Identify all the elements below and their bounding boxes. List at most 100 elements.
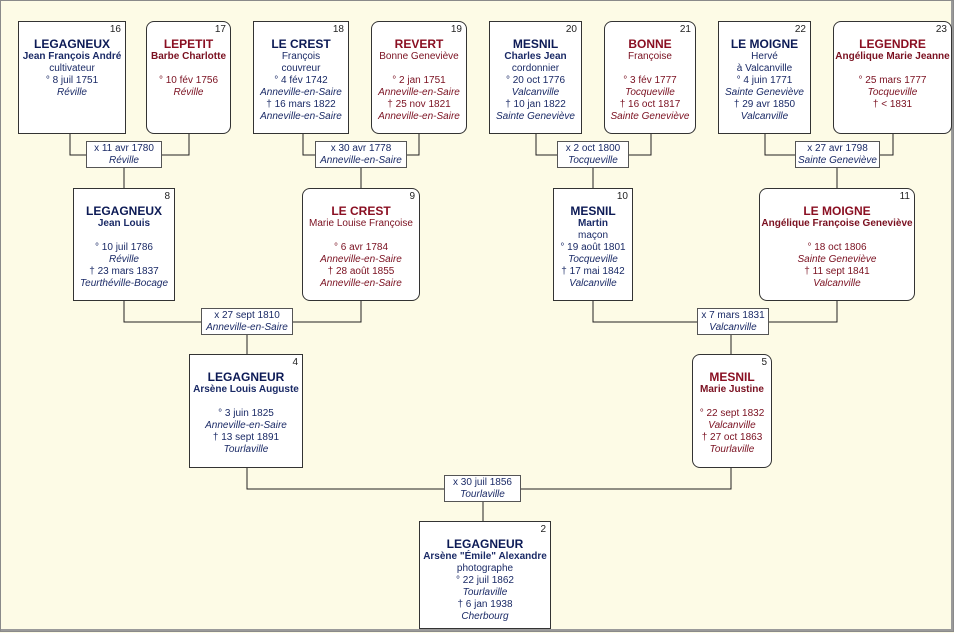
marriage-place: Sainte Geneviève xyxy=(798,155,877,166)
marriage-place: Tourlaville xyxy=(460,489,505,500)
given-names: Marie Justine xyxy=(700,384,764,395)
birth-date: ° 4 juin 1771 xyxy=(736,75,793,86)
birth-place: Anneville-en-Saire xyxy=(320,254,402,265)
marriage-place: Anneville-en-Saire xyxy=(320,155,402,166)
person-box-18[interactable]: 18 LE CREST François couvreur ° 4 fév 17… xyxy=(253,21,349,134)
death-date: † 25 nov 1821 xyxy=(387,99,451,110)
occupation: cultivateur xyxy=(49,63,95,74)
person-box-9[interactable]: 9 LE CREST Marie Louise Françoise ° 6 av… xyxy=(302,188,420,301)
marriage-date: x 27 avr 1798 xyxy=(807,143,868,154)
occupation: cordonnier xyxy=(511,63,560,74)
birth-place: Valcanville xyxy=(708,420,756,431)
spacer xyxy=(303,230,419,242)
birth-date: ° 10 juil 1786 xyxy=(95,242,153,253)
sosa-number: 21 xyxy=(679,24,691,35)
sosa-number: 18 xyxy=(332,24,344,35)
death-place: Sainte Geneviève xyxy=(496,111,575,122)
surname: MESNIL xyxy=(709,370,755,384)
marriage-22-23: x 27 avr 1798 Sainte Geneviève xyxy=(795,141,880,168)
birth-date: ° 2 jan 1751 xyxy=(392,75,446,86)
marriage-10-11: x 7 mars 1831 Valcanville xyxy=(697,308,769,335)
occupation: couvreur xyxy=(281,63,321,74)
sosa-number: 8 xyxy=(164,191,170,202)
birth-place: Réville xyxy=(56,87,87,98)
birth-place: Tocqueville xyxy=(625,87,675,98)
person-box-19[interactable]: 19 REVERT Bonne Geneviève ° 2 jan 1751 A… xyxy=(371,21,467,134)
birth-date: ° 22 sept 1832 xyxy=(699,408,765,419)
marriage-date: x 30 avr 1778 xyxy=(330,143,392,154)
birth-date: ° 19 août 1801 xyxy=(560,242,626,253)
death-date: † 10 jan 1822 xyxy=(505,99,566,110)
given-names: Jean François André xyxy=(22,51,122,62)
given-names: Marie Louise Françoise xyxy=(309,218,413,229)
death-place: Sainte Geneviève xyxy=(610,111,690,122)
given-names: François xyxy=(281,51,321,62)
given-names: Hervé xyxy=(751,51,778,62)
birth-place: Anneville-en-Saire xyxy=(378,87,460,98)
sosa-number: 10 xyxy=(616,191,628,202)
given-names: Jean Louis xyxy=(97,218,151,229)
marriage-4-5: x 30 juil 1856 Tourlaville xyxy=(444,475,521,502)
person-box-23[interactable]: 23 LEGENDRE Angélique Marie Jeanne ° 25 … xyxy=(833,21,952,134)
given-names: Arsène Louis Auguste xyxy=(193,384,299,395)
surname: LEGAGNEUX xyxy=(33,37,110,51)
surname: MESNIL xyxy=(570,204,616,218)
birth-date: ° 4 fév 1742 xyxy=(274,75,328,86)
surname: LE CREST xyxy=(331,204,391,218)
marriage-date: x 11 avr 1780 xyxy=(94,143,154,154)
marriage-place: Anneville-en-Saire xyxy=(206,322,288,333)
sosa-number: 9 xyxy=(409,191,415,202)
death-date: † 29 avr 1850 xyxy=(733,99,796,110)
person-box-22[interactable]: 22 LE MOIGNE Hervé à Valcanville ° 4 jui… xyxy=(718,21,811,134)
occupation: photographe xyxy=(456,563,514,574)
marriage-20-21: x 2 oct 1800 Tocqueville xyxy=(557,141,629,168)
birth-place: Anneville-en-Saire xyxy=(260,87,342,98)
given-names: Charles Jean xyxy=(504,51,567,62)
birth-date: ° 18 oct 1806 xyxy=(807,242,867,253)
person-box-16[interactable]: 16 LEGAGNEUX Jean François André cultiva… xyxy=(18,21,126,134)
marriage-18-19: x 30 avr 1778 Anneville-en-Saire xyxy=(315,141,407,168)
birth-date: ° 8 juil 1751 xyxy=(45,75,99,86)
birth-place: Tourlaville xyxy=(462,587,508,598)
birth-date: ° 3 fév 1777 xyxy=(623,75,677,86)
birth-place: Valcanville xyxy=(511,87,560,98)
sosa-number: 2 xyxy=(540,524,546,535)
birth-place: Tocqueville xyxy=(867,87,918,98)
birth-date: ° 25 mars 1777 xyxy=(858,75,927,86)
sosa-number: 19 xyxy=(450,24,462,35)
person-box-8[interactable]: 8 LEGAGNEUX Jean Louis ° 10 juil 1786 Ré… xyxy=(73,188,175,301)
death-place: Tourlaville xyxy=(709,444,755,455)
given-names: Angélique Marie Jeanne xyxy=(835,51,950,62)
death-date: † 13 sept 1891 xyxy=(212,432,280,443)
surname: MESNIL xyxy=(512,37,559,51)
person-box-4[interactable]: 4 LEGAGNEUR Arsène Louis Auguste ° 3 jui… xyxy=(189,354,303,468)
death-place: Anneville-en-Saire xyxy=(320,278,402,289)
birth-place: Tocqueville xyxy=(568,254,618,265)
surname: LEGENDRE xyxy=(859,37,926,51)
birth-place: Anneville-en-Saire xyxy=(205,420,287,431)
death-place: Valcanville xyxy=(740,111,789,122)
person-box-11[interactable]: 11 LE MOIGNE Angélique Françoise Geneviè… xyxy=(759,188,915,301)
person-box-21[interactable]: 21 BONNE Françoise ° 3 fév 1777 Tocquevi… xyxy=(604,21,696,134)
person-box-17[interactable]: 17 LEPETIT Barbe Charlotte ° 10 fév 1756… xyxy=(146,21,231,134)
person-box-5[interactable]: 5 MESNIL Marie Justine ° 22 sept 1832 Va… xyxy=(692,354,772,468)
person-box-20[interactable]: 20 MESNIL Charles Jean cordonnier ° 20 o… xyxy=(489,21,582,134)
spacer xyxy=(190,396,302,408)
birth-place: Sainte Geneviève xyxy=(725,87,804,98)
spacer xyxy=(74,230,174,242)
spacer xyxy=(372,63,466,75)
person-box-10[interactable]: 10 MESNIL Martin maçon ° 19 août 1801 To… xyxy=(553,188,633,301)
birth-date: ° 10 fév 1756 xyxy=(158,75,219,86)
surname: LE CREST xyxy=(271,37,331,51)
surname: LEGAGNEUR xyxy=(207,370,285,384)
surname: LEPETIT xyxy=(163,37,214,51)
given-names: Bonne Geneviève xyxy=(379,51,459,62)
person-box-2[interactable]: 2 LEGAGNEUR Arsène "Émile" Alexandre pho… xyxy=(419,521,551,629)
sosa-number: 22 xyxy=(794,24,806,35)
spacer xyxy=(605,63,695,75)
death-date: † 17 mai 1842 xyxy=(561,266,625,277)
given-names: Barbe Charlotte xyxy=(150,51,226,62)
sosa-number: 5 xyxy=(761,357,767,368)
marriage-16-17: x 11 avr 1780 Réville xyxy=(86,141,162,168)
